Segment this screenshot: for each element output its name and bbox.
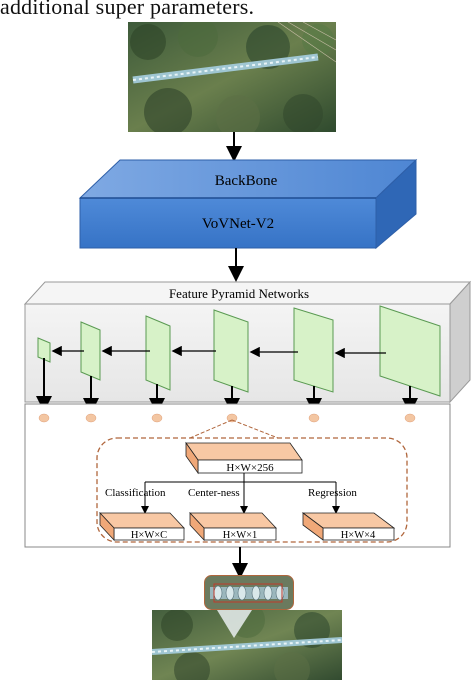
feature-planes [37, 305, 441, 397]
feature-block-256: H×W×256 [185, 441, 303, 475]
caption-top-text: additional super parameters. [0, 0, 255, 19]
feature-plane-p3 [293, 307, 334, 393]
feature-plane-p6 [80, 321, 101, 381]
output-block-centerness-label: H×W×1 [223, 530, 258, 541]
output-photo [152, 610, 342, 680]
feature-plane-p5 [145, 315, 171, 391]
branch-label-centerness: Center-ness [188, 487, 240, 499]
output-block-classification: H×W×C [99, 511, 185, 542]
feature-plane-p7 [37, 337, 51, 363]
backbone-block: BackBone VoVNet-V2 [78, 158, 418, 250]
feature-block-256-label: H×W×256 [226, 462, 274, 474]
fpn-block: Feature Pyramid Networks [23, 280, 472, 414]
branch-label-regression: Regression [308, 487, 357, 499]
detection-zoom-inset [204, 575, 294, 610]
output-block-classification-label: H×W×C [131, 530, 167, 541]
backbone-title: BackBone [215, 173, 278, 189]
output-nodes [38, 413, 416, 423]
output-block-regression: H×W×4 [301, 512, 396, 541]
backbone-subtitle: VoVNet-V2 [202, 216, 274, 232]
branch-label-classification: Classification [105, 487, 166, 499]
zoom-pointer [217, 610, 252, 638]
fpn-title: Feature Pyramid Networks [169, 286, 309, 301]
output-block-regression-label: H×W×4 [341, 530, 376, 541]
feature-plane-p4 [213, 309, 249, 393]
output-block-centerness: H×W×1 [189, 511, 277, 542]
head-detail-box [96, 437, 408, 543]
input-photo [128, 22, 336, 132]
insulator-string [132, 53, 319, 84]
